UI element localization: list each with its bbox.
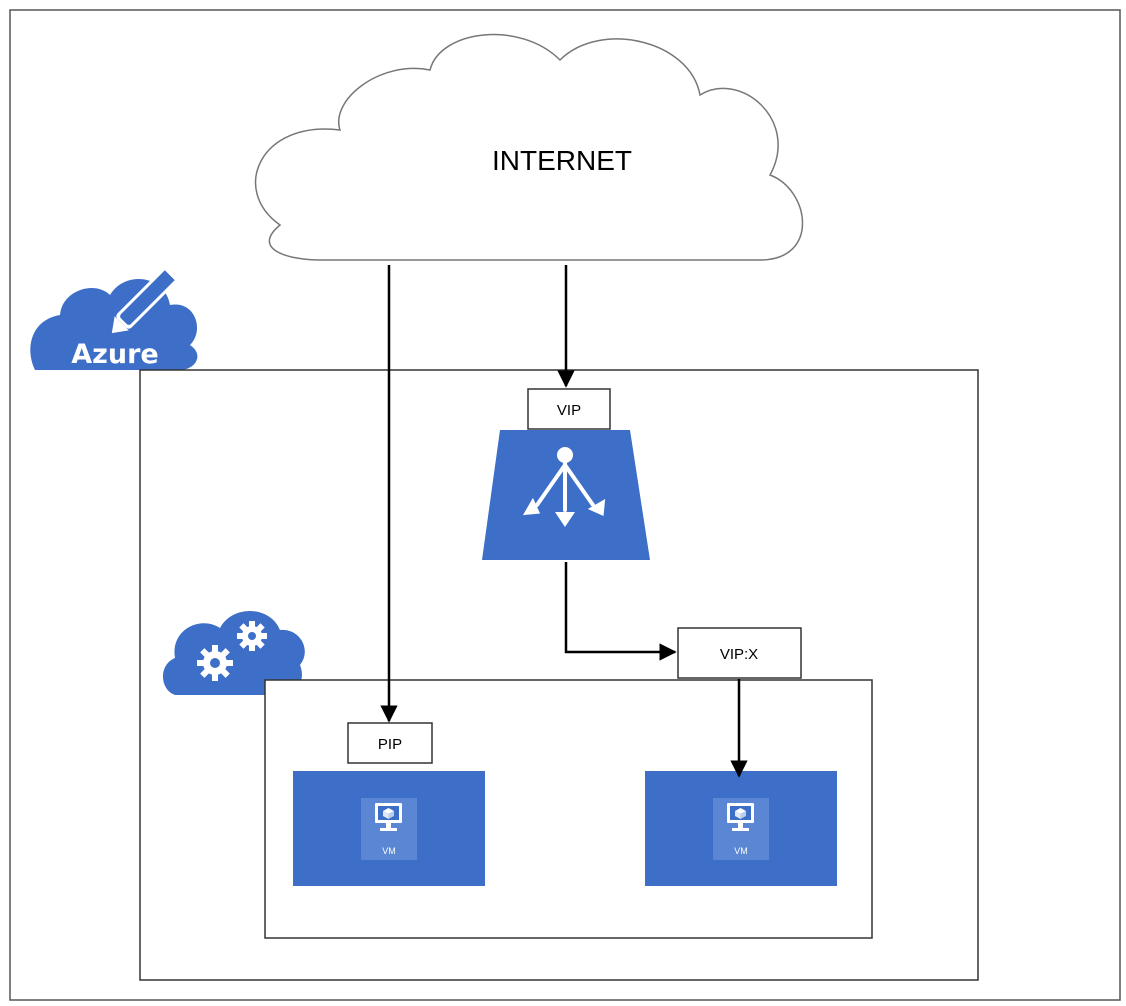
azure-logo-text: Azure bbox=[71, 339, 158, 370]
internet-cloud: INTERNET bbox=[254, 33, 804, 261]
vip-label: VIP bbox=[557, 402, 581, 419]
virtual-machine-icon bbox=[375, 803, 402, 831]
vm-tile-1: VM bbox=[293, 771, 485, 886]
azure-cloud-pencil-icon: Azure bbox=[30, 260, 198, 370]
vm-caption: VM bbox=[382, 846, 396, 856]
vm-tile-2: VM bbox=[645, 771, 837, 886]
outer-frame bbox=[9, 9, 1121, 1001]
virtual-machine-icon bbox=[727, 803, 754, 831]
pip-label-box: PIP bbox=[347, 722, 433, 764]
vip-label-box: VIP bbox=[527, 388, 611, 430]
load-balancer bbox=[482, 430, 650, 560]
endpoint-label-box: VIP:X bbox=[677, 627, 802, 679]
vm-caption: VM bbox=[734, 846, 748, 856]
cloud-gears-icon bbox=[162, 610, 305, 696]
arrow-lb-to-endpoint bbox=[564, 562, 677, 661]
endpoint-label: VIP:X bbox=[720, 646, 758, 663]
internet-label: INTERNET bbox=[492, 145, 632, 176]
pip-label: PIP bbox=[378, 736, 402, 753]
